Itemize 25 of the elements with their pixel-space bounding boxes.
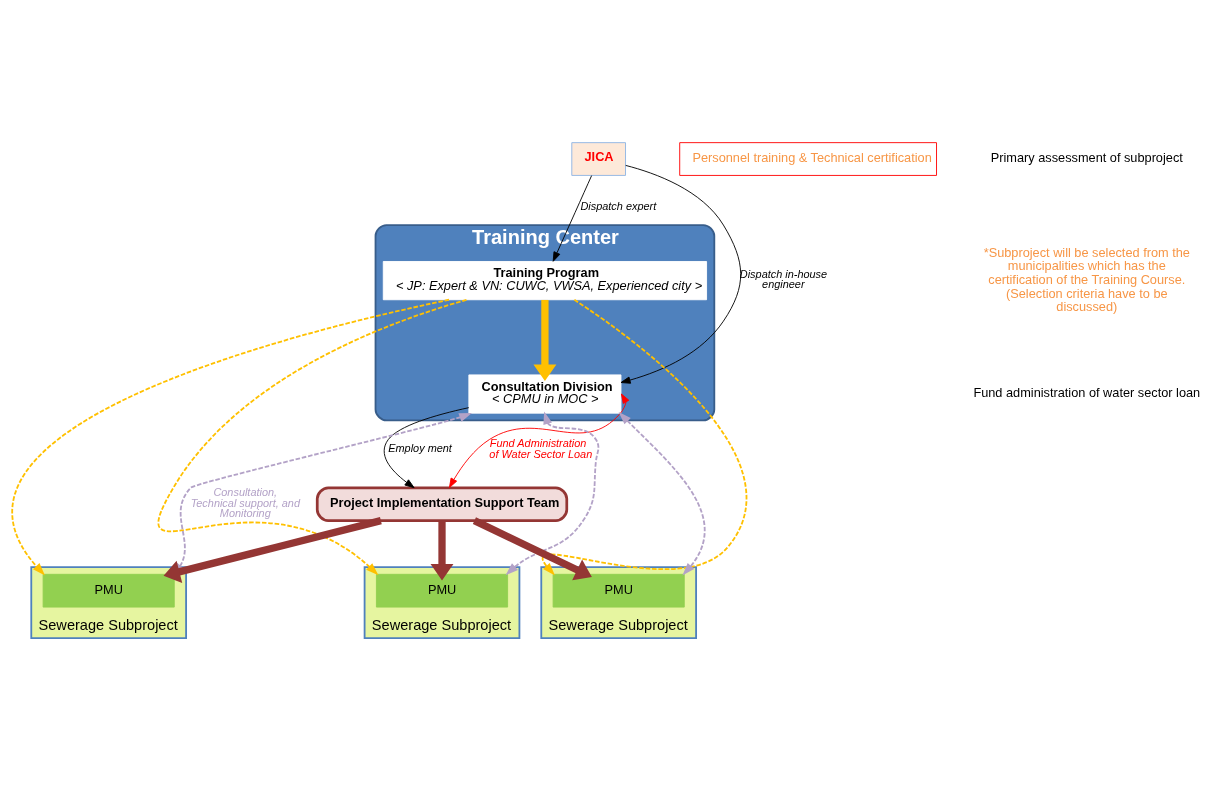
edge-label: Dispatch expert — [580, 199, 657, 212]
arrow — [472, 516, 592, 580]
node-box: Training Program < JP: Expert & VN: CUWC, VWSA, Experienced city > — [382, 260, 708, 300]
label: Fund administration of water sector loan — [973, 384, 1201, 400]
node-box: PMU — [376, 573, 509, 608]
label: *Subproject will be selected from the municipalities which has the certification of the Training Course. (Selection criteria have to be discussed) — [983, 244, 1190, 314]
arrow — [533, 299, 557, 381]
node-box: PMU — [42, 573, 175, 608]
arrow — [618, 411, 706, 575]
node-box: JICA — [571, 141, 626, 176]
edge-label: Consultation, Technical support, and Monitoring — [190, 485, 300, 519]
node-box: PMU — [552, 573, 685, 608]
edge-label: Fund Administration of Water Sector Loan — [489, 436, 593, 460]
arrow — [552, 174, 593, 262]
arrow — [505, 410, 600, 575]
arrow — [448, 393, 630, 488]
node-box: Personnel training & Technical certification — [679, 141, 937, 176]
node-box: Project Implementation Support Team — [315, 485, 569, 522]
arrow — [620, 164, 742, 384]
arrow — [430, 520, 454, 580]
arrow — [383, 406, 470, 488]
node-box: Consultation Division < CPMU in MOC > — [468, 373, 622, 414]
label: Primary assessment of subproject — [990, 149, 1183, 165]
edge-label: Employ ment — [388, 441, 452, 454]
arrow — [541, 298, 748, 575]
